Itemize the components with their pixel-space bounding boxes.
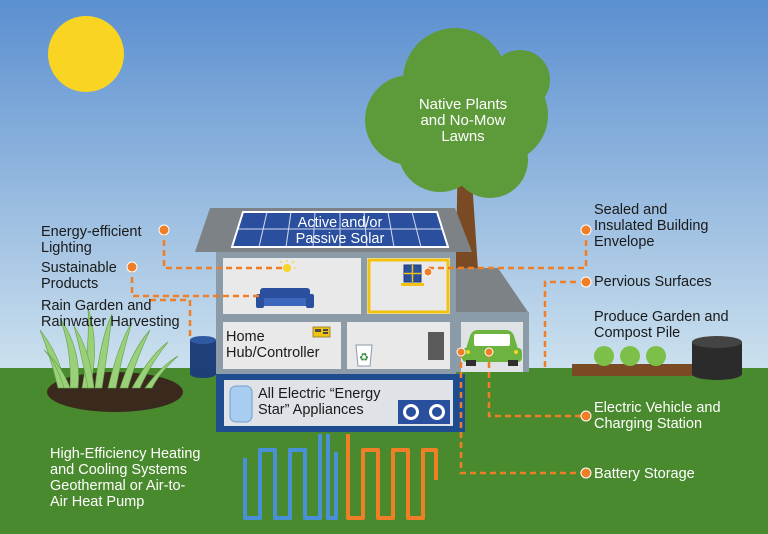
compost-bin-icon bbox=[692, 336, 742, 380]
label-rain-garden: Rain Garden and Rainwater Harvesting bbox=[41, 298, 180, 330]
water-heater-icon bbox=[229, 385, 253, 423]
connector-dot-garage bbox=[456, 347, 466, 357]
washer-dryer-icon bbox=[398, 400, 450, 424]
connector-sealed bbox=[428, 230, 588, 270]
label-pervious: Pervious Surfaces bbox=[594, 274, 712, 290]
label-produce: Produce Garden and Compost Pile bbox=[594, 309, 729, 341]
connector-dot-sustainable bbox=[126, 261, 138, 273]
connector-dot-sealed bbox=[580, 224, 592, 236]
connector-dot-battery bbox=[580, 467, 592, 479]
sofa-icon bbox=[256, 288, 314, 308]
label-native-plants: Native Plants and No-Mow Lawns bbox=[418, 96, 508, 145]
sun-icon bbox=[48, 16, 124, 92]
connector-dot-lighting bbox=[158, 224, 170, 236]
recycle-bin-icon: ♻ bbox=[355, 344, 373, 367]
connector-battery bbox=[459, 352, 586, 475]
connector-lighting bbox=[162, 230, 283, 270]
label-sustainable: Sustainable Products bbox=[41, 260, 117, 292]
grass-icon bbox=[39, 307, 183, 412]
label-appliances: All Electric “Energy Star” Appliances bbox=[258, 386, 381, 418]
connector-dot-pervious bbox=[580, 276, 592, 288]
connector-dot-ev bbox=[580, 410, 592, 422]
rain-barrel-icon bbox=[190, 336, 216, 378]
label-solar: Active and/or Passive Solar bbox=[295, 215, 385, 247]
connector-rain-garden bbox=[150, 298, 192, 340]
window-icon bbox=[401, 264, 424, 286]
geothermal-pipe-icon bbox=[243, 434, 438, 520]
car-icon bbox=[462, 330, 522, 366]
connector-pervious bbox=[543, 280, 586, 370]
connector-sustainable bbox=[130, 267, 260, 298]
controller-icon bbox=[312, 326, 331, 338]
label-home-hub: Home Hub/Controller bbox=[226, 329, 320, 361]
label-heating: High-Efficiency Heating and Cooling Syst… bbox=[50, 446, 201, 510]
solar-panel-icon bbox=[230, 211, 450, 248]
label-sealed: Sealed and Insulated Building Envelope bbox=[594, 202, 709, 250]
connector-dot-window bbox=[423, 267, 433, 277]
door-icon bbox=[428, 332, 444, 360]
garden-bed-icon bbox=[572, 346, 694, 376]
label-battery: Battery Storage bbox=[594, 466, 695, 482]
connector-dot-car bbox=[484, 347, 494, 357]
label-ev: Electric Vehicle and Charging Station bbox=[594, 400, 721, 432]
svg-text:♻: ♻ bbox=[359, 351, 369, 364]
tree-icon bbox=[365, 28, 550, 300]
label-lighting: Energy-efficient Lighting bbox=[41, 224, 142, 256]
connector-ev bbox=[487, 352, 586, 418]
